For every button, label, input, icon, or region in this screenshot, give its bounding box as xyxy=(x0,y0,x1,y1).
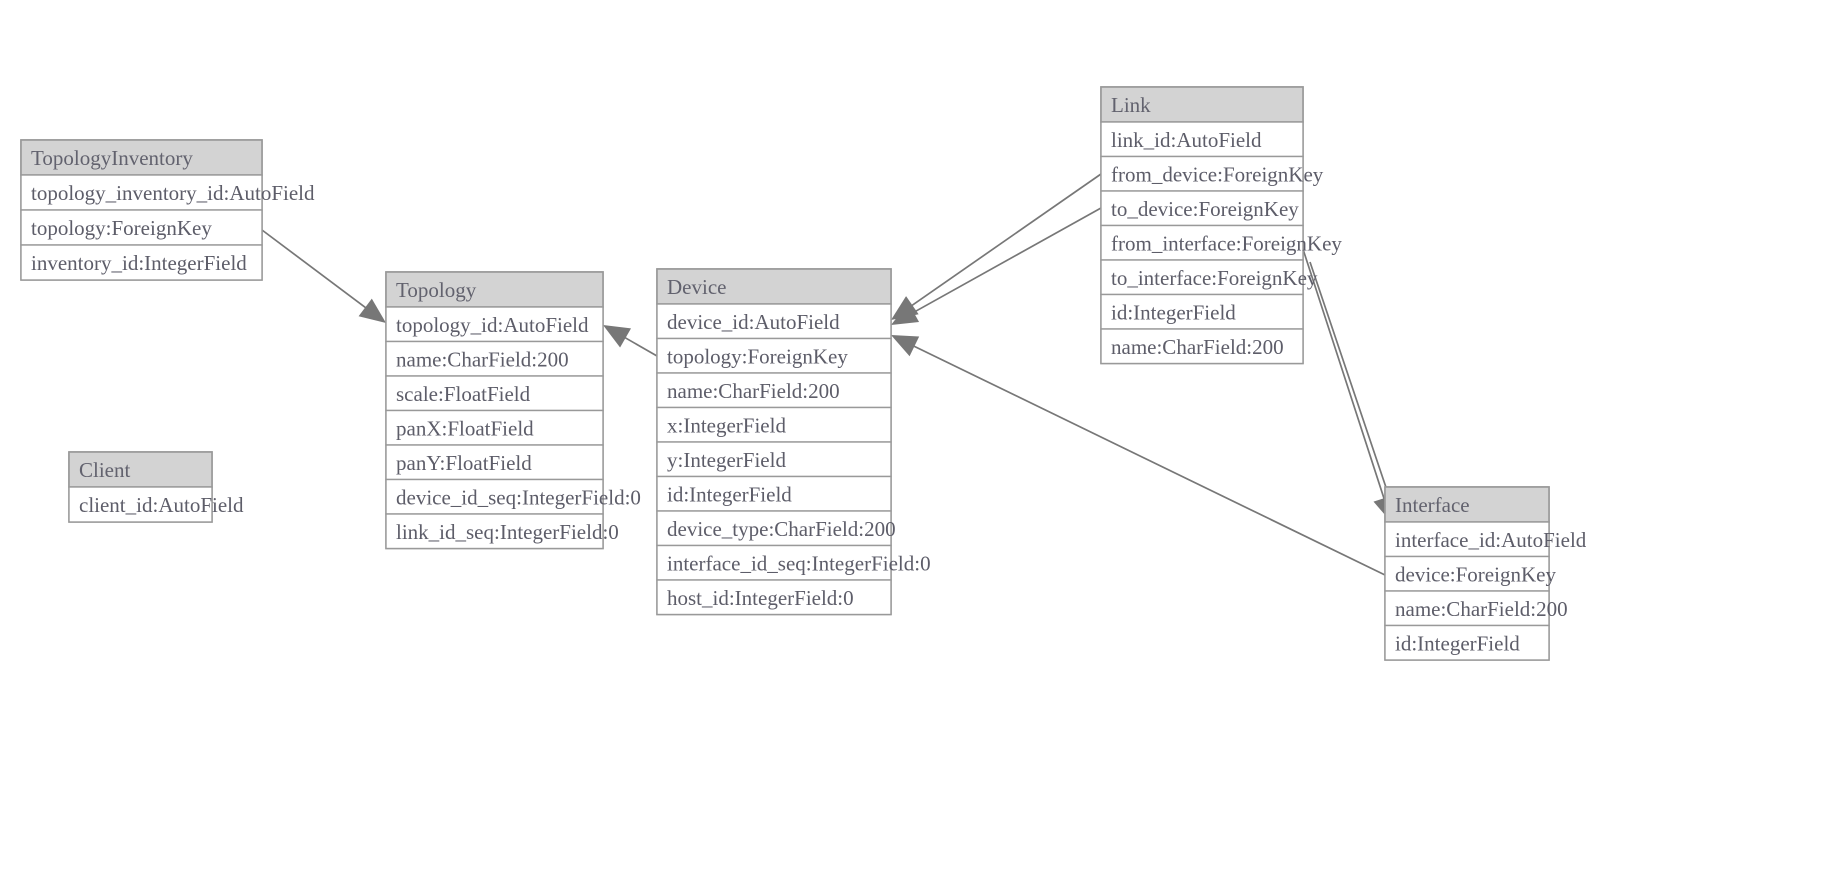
entity-box-interface[interactable]: Interface interface_id:AutoField device:Fo… xyxy=(1384,486,1587,661)
entity-field-row[interactable] xyxy=(1384,555,1550,592)
entity-field-row[interactable] xyxy=(1100,224,1304,261)
relationship-arrowhead xyxy=(358,298,386,323)
entity-field-label: inventory_id:IntegerField xyxy=(31,251,247,275)
relationship-arrowhead xyxy=(603,325,632,348)
entity-field-row[interactable] xyxy=(656,544,892,581)
entity-boxes-layer: TopologyInventory topology_inventory_id:A… xyxy=(20,86,1587,661)
relationship-line xyxy=(912,344,1386,576)
entity-field-label: id:IntegerField xyxy=(667,482,792,506)
entity-field-label: id:IntegerField xyxy=(1111,300,1236,324)
entity-field-row[interactable] xyxy=(656,337,892,374)
relationship-line xyxy=(1309,261,1392,501)
entity-field-label: id:IntegerField xyxy=(1395,631,1520,655)
entity-title: Link xyxy=(1111,93,1151,117)
entity-field-label: device_id_seq:IntegerField:0 xyxy=(396,485,641,509)
entity-field-label: device:ForeignKey xyxy=(1395,562,1556,586)
entity-field-row[interactable] xyxy=(385,306,604,343)
entity-field-label: interface_id:AutoField xyxy=(1395,528,1587,552)
relationship-line xyxy=(911,207,1102,315)
entity-field-label: interface_id_seq:IntegerField:0 xyxy=(667,551,931,575)
entity-field-row[interactable] xyxy=(1384,624,1550,661)
entity-field-row[interactable] xyxy=(385,478,604,515)
entity-field-label: from_device:ForeignKey xyxy=(1111,162,1324,186)
entity-box-device[interactable]: Device device_id:AutoField topology:Foreig… xyxy=(656,268,931,616)
relationship-topologyinventory-to-topology xyxy=(261,229,386,323)
entity-field-label: name:CharField:200 xyxy=(1111,335,1284,359)
entity-field-row[interactable] xyxy=(656,510,892,547)
entity-field-label: name:CharField:200 xyxy=(1395,597,1568,621)
entity-box-topology[interactable]: Topology topology_id:AutoField name:CharFi… xyxy=(385,271,641,550)
entity-field-label: topology_inventory_id:AutoField xyxy=(31,181,315,205)
entity-field-label: from_interface:ForeignKey xyxy=(1111,231,1342,255)
entity-field-label: topology:ForeignKey xyxy=(31,216,212,240)
entity-header xyxy=(20,139,263,176)
entity-field-label: name:CharField:200 xyxy=(396,347,569,371)
entity-field-row[interactable] xyxy=(656,372,892,409)
relationship-interface-device-to-device xyxy=(891,335,1386,576)
entity-title: TopologyInventory xyxy=(31,146,193,170)
entity-header xyxy=(656,268,892,305)
entity-field-row[interactable] xyxy=(385,340,604,377)
entity-field-row[interactable] xyxy=(385,513,604,550)
entity-header xyxy=(1100,86,1304,123)
entity-field-label: link_id_seq:IntegerField:0 xyxy=(396,520,619,544)
relationship-line xyxy=(623,336,658,357)
entity-field-row[interactable] xyxy=(656,303,892,340)
entity-field-row[interactable] xyxy=(20,244,263,281)
entity-box-link[interactable]: Link link_id:AutoField from_device:Foreign… xyxy=(1100,86,1342,365)
entity-field-row[interactable] xyxy=(20,209,263,246)
entity-header xyxy=(1384,486,1550,523)
entity-field-label: scale:FloatField xyxy=(396,382,531,406)
entity-title: Interface xyxy=(1395,493,1470,517)
entity-field-label: device_id:AutoField xyxy=(667,310,840,334)
relationship-arrowhead xyxy=(891,302,920,325)
entity-field-label: to_interface:ForeignKey xyxy=(1111,266,1318,290)
entity-field-label: panX:FloatField xyxy=(396,416,534,440)
relationship-link-to-device-to-device xyxy=(891,207,1102,325)
relationship-line xyxy=(1300,242,1386,501)
entity-field-row[interactable] xyxy=(385,375,604,412)
entity-field-label: host_id:IntegerField:0 xyxy=(667,586,854,610)
entity-field-row[interactable] xyxy=(1100,328,1304,365)
entity-field-row[interactable] xyxy=(1100,155,1304,192)
relationship-line xyxy=(910,173,1102,307)
relationship-link-to-interface-to-interface xyxy=(1309,261,1401,523)
entity-field-label: name:CharField:200 xyxy=(667,379,840,403)
entity-field-row[interactable] xyxy=(656,406,892,443)
entity-field-row[interactable] xyxy=(656,441,892,478)
relationship-line xyxy=(261,229,368,310)
entity-field-row[interactable] xyxy=(1384,521,1550,558)
entity-field-label: panY:FloatField xyxy=(396,451,532,475)
entity-field-label: topology_id:AutoField xyxy=(396,313,589,337)
entity-title: Topology xyxy=(396,278,477,302)
entity-field-row[interactable] xyxy=(20,174,263,211)
entity-box-topologyinventory[interactable]: TopologyInventory topology_inventory_id:A… xyxy=(20,139,315,281)
relationship-link-from-device-to-device xyxy=(891,173,1102,320)
relationship-device-to-topology xyxy=(603,325,658,357)
entity-field-label: topology:ForeignKey xyxy=(667,344,848,368)
entity-title: Device xyxy=(667,275,726,299)
entity-field-row[interactable] xyxy=(385,444,604,481)
entity-field-row[interactable] xyxy=(1100,259,1304,296)
relationship-arrowhead xyxy=(891,335,920,357)
entity-field-label: device_type:CharField:200 xyxy=(667,517,896,541)
entity-field-row[interactable] xyxy=(1100,190,1304,227)
entity-field-row[interactable] xyxy=(385,409,604,446)
entity-field-row[interactable] xyxy=(656,579,892,616)
entity-field-label: y:IntegerField xyxy=(667,448,786,472)
entity-box-client[interactable]: Client client_id:AutoField xyxy=(68,451,244,523)
entity-field-row[interactable] xyxy=(1100,121,1304,158)
entity-field-label: link_id:AutoField xyxy=(1111,128,1262,152)
entity-field-label: x:IntegerField xyxy=(667,413,786,437)
entity-title: Client xyxy=(79,458,130,482)
entity-field-label: to_device:ForeignKey xyxy=(1111,197,1299,221)
entity-field-label: client_id:AutoField xyxy=(79,493,244,517)
entity-field-row[interactable] xyxy=(68,486,213,523)
